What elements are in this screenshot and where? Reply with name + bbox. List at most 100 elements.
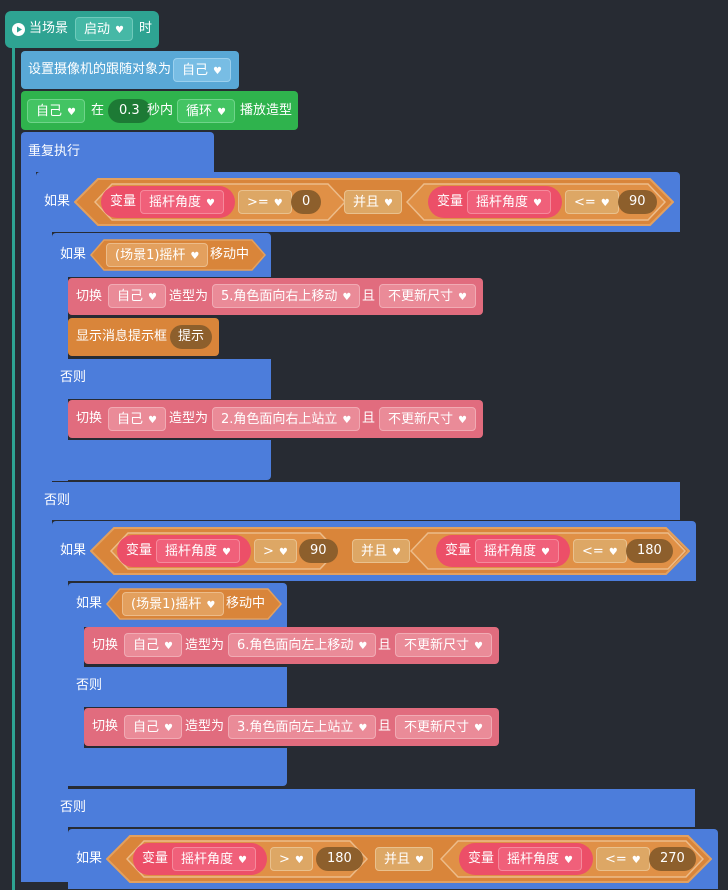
operator-select[interactable]: >♥ [254, 539, 297, 563]
scene-event-dropdown[interactable]: 启动♥ [75, 17, 133, 41]
repeat-forever-block[interactable]: 重复执行 [21, 132, 214, 172]
heart-arrow-icon: ♥ [115, 25, 124, 36]
show-message-block[interactable]: 显示消息提示框 提示 [68, 318, 219, 356]
message-label: 显示消息提示框 [76, 329, 168, 344]
switch-label: 切换 [76, 289, 103, 304]
value-input[interactable]: 270 [649, 847, 696, 871]
heart-arrow-icon: ♥ [342, 415, 352, 426]
heart-arrow-icon: ♥ [358, 641, 368, 652]
costume-dropdown[interactable]: 6.角色面向左上移动♥ [228, 633, 377, 657]
costume-dropdown[interactable]: 3.角色面向左上站立♥ [228, 715, 377, 739]
set-camera-block[interactable]: 设置摄像机的跟随对象为 自己♥ [21, 51, 239, 89]
event-suffix: 时 [139, 21, 153, 36]
script-spine [12, 30, 15, 890]
else-section: 否则 [52, 789, 695, 827]
and-select[interactable]: 并且♥ [375, 847, 433, 871]
size-dropdown[interactable]: 不更新尺寸♥ [395, 633, 492, 657]
switch-costume-block[interactable]: 切换 自己♥ 造型为 6.角色面向左上移动♥ 且 不更新尺寸♥ [84, 627, 499, 664]
operator-select[interactable]: <=♥ [565, 190, 619, 214]
costume-label: 造型为 [169, 289, 209, 304]
operator-select[interactable]: >♥ [270, 847, 313, 871]
value-input[interactable]: 90 [618, 190, 657, 214]
value-input[interactable]: 180 [626, 539, 673, 563]
camera-target-dropdown[interactable]: 自己♥ [173, 58, 231, 82]
if-label: 如果 [60, 543, 87, 558]
anim-within-label: 秒内 [147, 103, 174, 118]
variable-label: 变量 [437, 194, 464, 209]
size-dropdown[interactable]: 不更新尺寸♥ [379, 284, 476, 308]
joystick-select[interactable]: (场景1)摇杆♥ [122, 592, 225, 616]
costume-dropdown[interactable]: 5.角色面向右上移动♥ [212, 284, 361, 308]
heart-arrow-icon: ♥ [222, 547, 231, 558]
heart-arrow-icon: ♥ [294, 855, 304, 866]
else-label: 否则 [60, 370, 87, 385]
heart-arrow-icon: ♥ [533, 198, 542, 209]
value-input[interactable]: 180 [316, 847, 363, 871]
value-input[interactable]: 90 [299, 539, 338, 563]
switch-costume-block[interactable]: 切换 自己♥ 造型为 3.角色面向左上站立♥ 且 不更新尺寸♥ [84, 708, 499, 746]
anim-in-label: 在 [91, 103, 105, 118]
switch-costume-block[interactable]: 切换 自己♥ 造型为 5.角色面向右上移动♥ 且 不更新尺寸♥ [68, 278, 483, 315]
anim-mode-dropdown[interactable]: 循环♥ [177, 99, 235, 123]
play-animation-block[interactable]: 自己♥ 在 0.3 秒内 循环♥ 播放造型 [21, 91, 298, 130]
and-select[interactable]: 并且♥ [352, 539, 410, 563]
heart-arrow-icon: ♥ [217, 107, 226, 118]
and-select[interactable]: 并且♥ [344, 190, 402, 214]
operator-select[interactable]: <=♥ [596, 847, 650, 871]
variable-select[interactable]: 摇杆角度♥ [172, 847, 256, 871]
anim-action-label: 播放造型 [240, 103, 293, 118]
variable-select[interactable]: 摇杆角度♥ [467, 190, 551, 214]
heart-arrow-icon: ♥ [148, 292, 157, 303]
anim-seconds-input[interactable]: 0.3 [108, 99, 151, 123]
costume-label: 造型为 [169, 411, 209, 426]
variable-label: 变量 [445, 543, 472, 558]
operator-select[interactable]: >=♥ [238, 190, 292, 214]
also-label: 且 [378, 719, 392, 734]
switch-costume-block[interactable]: 切换 自己♥ 造型为 2.角色面向右上站立♥ 且 不更新尺寸♥ [68, 400, 483, 438]
anim-target-dropdown[interactable]: 自己♥ [27, 99, 85, 123]
if-label: 如果 [60, 247, 87, 262]
switch-target-dropdown[interactable]: 自己♥ [108, 407, 166, 431]
else-section: 否则 [36, 482, 680, 520]
value-input[interactable]: 0 [291, 190, 322, 214]
message-input[interactable]: 提示 [170, 325, 213, 349]
variable-select[interactable]: 摇杆角度♥ [475, 539, 559, 563]
heart-arrow-icon: ♥ [164, 723, 173, 734]
costume-dropdown[interactable]: 2.角色面向右上站立♥ [212, 407, 361, 431]
heart-arrow-icon: ♥ [278, 547, 288, 558]
else-label: 否则 [60, 800, 87, 815]
switch-target-dropdown[interactable]: 自己♥ [124, 715, 182, 739]
heart-arrow-icon: ♥ [342, 292, 352, 303]
play-circle-icon [12, 23, 25, 36]
heart-arrow-icon: ♥ [415, 855, 424, 866]
if-wall-1 [36, 231, 52, 882]
operator-select[interactable]: <=♥ [573, 539, 627, 563]
if-label: 如果 [76, 596, 103, 611]
repeat-wall [21, 171, 36, 882]
switch-target-dropdown[interactable]: 自己♥ [108, 284, 166, 308]
heart-arrow-icon: ♥ [600, 198, 610, 209]
heart-arrow-icon: ♥ [238, 855, 247, 866]
switch-label: 切换 [76, 411, 103, 426]
size-dropdown[interactable]: 不更新尺寸♥ [379, 407, 476, 431]
heart-arrow-icon: ♥ [608, 547, 618, 558]
switch-target-dropdown[interactable]: 自己♥ [124, 633, 182, 657]
size-dropdown[interactable]: 不更新尺寸♥ [395, 715, 492, 739]
heart-arrow-icon: ♥ [474, 641, 483, 652]
event-hat-block[interactable]: 当场景 启动♥ 时 [5, 11, 159, 48]
heart-arrow-icon: ♥ [384, 198, 393, 209]
heart-arrow-icon: ♥ [564, 855, 573, 866]
if-foot-1a [52, 440, 271, 480]
heart-arrow-icon: ♥ [458, 292, 467, 303]
else-label: 否则 [76, 678, 103, 693]
joystick-select[interactable]: (场景1)摇杆♥ [106, 243, 209, 267]
if-label: 如果 [76, 851, 103, 866]
heart-arrow-icon: ♥ [213, 66, 222, 77]
heart-arrow-icon: ♥ [358, 723, 368, 734]
heart-arrow-icon: ♥ [392, 547, 401, 558]
variable-select[interactable]: 摇杆角度♥ [140, 190, 224, 214]
variable-select[interactable]: 摇杆角度♥ [156, 539, 240, 563]
variable-select[interactable]: 摇杆角度♥ [498, 847, 582, 871]
also-label: 且 [362, 289, 376, 304]
heart-arrow-icon: ♥ [164, 641, 173, 652]
